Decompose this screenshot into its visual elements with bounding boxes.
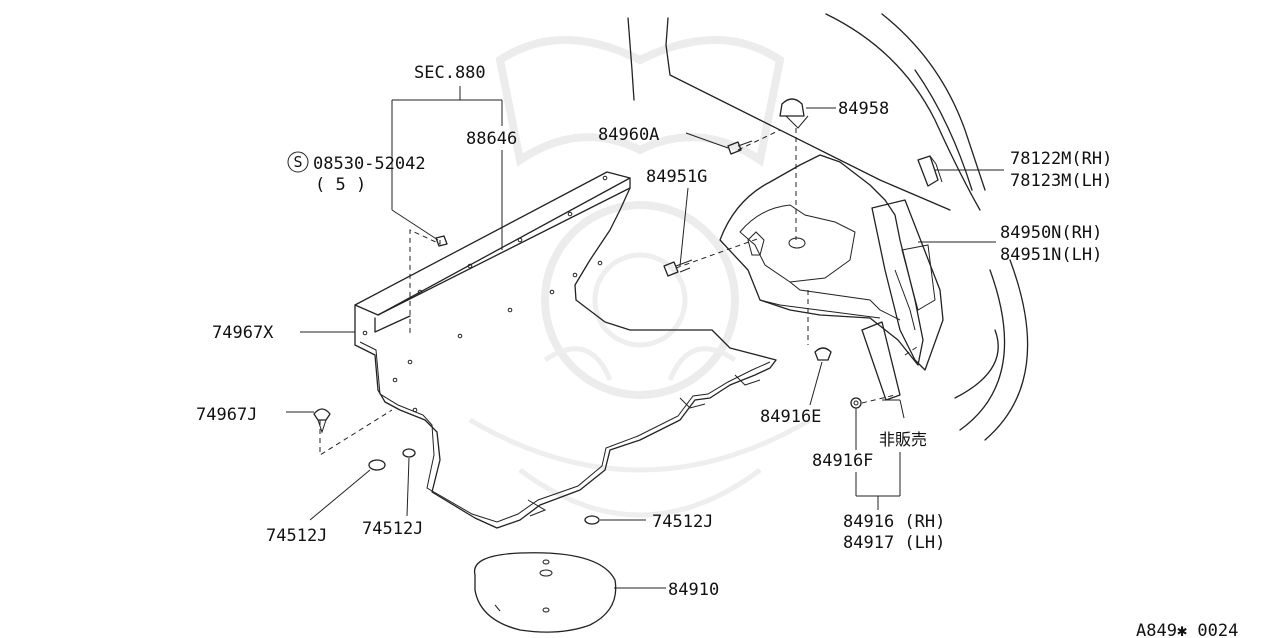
label-78123M[interactable]: 78123M(LH) [1010,171,1112,191]
label-84951N[interactable]: 84951N(LH) [1000,245,1102,265]
plug-74512J-left [368,459,386,471]
label-78122M[interactable]: 78122M(RH) [1010,149,1112,169]
label-84960A[interactable]: 84960A [598,125,659,145]
clip-84958 [779,98,809,129]
label-not-for-sale: 非販売 [879,430,927,449]
installation-dashed-lines [319,128,921,456]
plug-74512J-middle [402,448,416,458]
label-74512J-left[interactable]: 74512J [266,526,327,546]
standard-part-symbol: S [287,151,309,173]
label-84958[interactable]: 84958 [838,99,889,119]
label-74512J-middle[interactable]: 74512J [362,519,423,539]
plug-74512J-right [584,515,600,525]
spare-tire-cover-84910 [473,552,617,633]
plug-84916F [850,397,862,409]
side-trim-wheelhouse [719,154,944,401]
label-84916[interactable]: 84916 (RH) [843,512,945,532]
label-84951G[interactable]: 84951G [646,167,707,187]
label-84916F[interactable]: 84916F [812,451,873,471]
screw-08530-52042 [435,235,448,247]
leader-lines [286,107,1004,589]
label-screw-quantity: ( 5 ) [315,175,366,195]
sec880-bracket-lines [391,86,503,250]
part-labels: SEC.880 88646 08530-52042 ( 5 ) 84960A 8… [196,63,1238,638]
clip-74967J [313,408,331,434]
screw-84960A [727,140,753,155]
screw-84951G [663,259,693,277]
vehicle-body-outline [627,13,1029,441]
luggage-floor-trim [354,187,777,529]
plug-84916E [814,347,832,361]
label-88646[interactable]: 88646 [466,129,517,149]
watermark-emblem [468,36,812,518]
standard-part-symbol-letter: S [293,153,302,171]
label-84910[interactable]: 84910 [668,580,719,600]
label-84950N[interactable]: 84950N(RH) [1000,223,1102,243]
label-74967X[interactable]: 74967X [212,323,274,343]
label-84917[interactable]: 84917 (LH) [843,533,945,553]
label-74967J[interactable]: 74967J [196,405,257,425]
label-74512J-right[interactable]: 74512J [652,512,713,532]
diagram-id: A849✱ 0024 [1136,621,1238,638]
label-sec880[interactable]: SEC.880 [414,63,486,83]
rear-floor-finisher-strip [354,171,631,333]
label-84916E[interactable]: 84916E [760,407,821,427]
label-08530-52042[interactable]: 08530-52042 [313,154,426,174]
